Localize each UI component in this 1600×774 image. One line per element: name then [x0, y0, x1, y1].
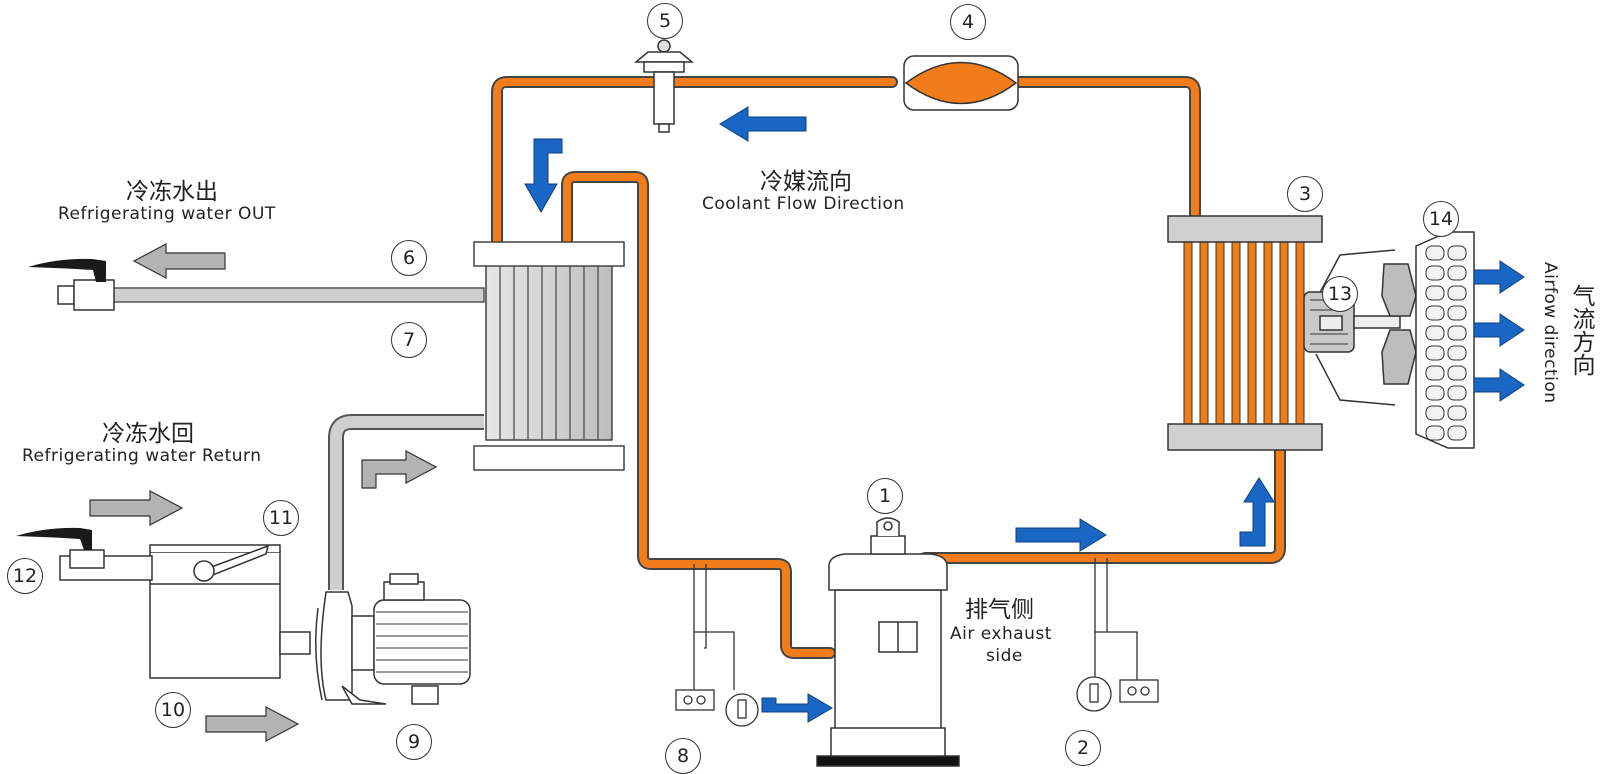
chilled-water-return-zh-label: 冷冻水回 — [102, 421, 194, 447]
coolant-suction-arrow — [761, 693, 833, 723]
coolant-down-arrow — [524, 138, 563, 214]
suction-pressure-gauge — [675, 564, 759, 727]
water-pump-arrow — [205, 706, 300, 742]
fan-assembly — [1303, 231, 1475, 449]
evaporator — [473, 241, 625, 471]
expansion-valve — [633, 39, 695, 133]
callout-4-filter-dryer: 4 — [950, 4, 986, 40]
water-pipe — [111, 287, 485, 590]
callout-13-fan-motor: 13 — [1322, 276, 1358, 312]
water-direction-arrows — [89, 243, 438, 742]
airflow-arrow-3 — [1473, 368, 1525, 402]
airflow-arrow-1 — [1473, 260, 1525, 294]
air-exhaust-en-label-line2: side — [986, 646, 1023, 666]
coolant-discharge-arrow — [1015, 518, 1107, 552]
callout-9-water-pump: 9 — [396, 724, 432, 760]
callout-8-suction-gauge: 8 — [665, 738, 701, 774]
compressor — [816, 517, 960, 767]
callout-12-return-valve: 12 — [7, 558, 43, 594]
callout-5-expansion-valve: 5 — [647, 3, 683, 39]
callout-2-discharge-gauge: 2 — [1065, 730, 1101, 766]
water-pump — [315, 573, 471, 705]
filter-dryer — [903, 55, 1019, 111]
callout-14-fan: 14 — [1423, 201, 1459, 237]
water-tank — [16, 527, 311, 679]
outlet-valve — [28, 258, 115, 311]
airflow-direction-en-label: Airfow direction — [1540, 262, 1560, 404]
callout-11-water-tank: 11 — [263, 500, 299, 536]
callout-7-evaporator: 7 — [391, 322, 427, 358]
coolant-flow-zh-label: 冷媒流向 — [760, 169, 852, 195]
callout-6-water-out-pipe: 6 — [391, 240, 427, 276]
callout-1-compressor: 1 — [867, 478, 903, 514]
airflow-arrow-2 — [1473, 313, 1525, 347]
coolant-up-arrow — [1239, 477, 1275, 547]
water-return-bend-arrow — [361, 450, 438, 489]
discharge-pressure-gauge — [1076, 558, 1159, 712]
water-out-arrow — [132, 243, 226, 279]
coolant-top-arrow — [719, 106, 807, 142]
condenser — [1167, 215, 1323, 451]
callout-10-pump-flow: 10 — [155, 692, 191, 728]
callout-3-condenser: 3 — [1287, 176, 1323, 212]
coolant-flow-en-label: Coolant Flow Direction — [702, 194, 905, 214]
water-return-arrow — [89, 490, 184, 526]
chilled-water-return-en-label: Refrigerating water Return — [22, 446, 262, 466]
refrigerant-pipe — [491, 76, 1286, 659]
chilled-water-out-zh-label: 冷冻水出 — [126, 179, 218, 205]
chilled-water-out-en-label: Refrigerating water OUT — [58, 204, 276, 224]
air-exhaust-zh-label: 排气侧 — [965, 597, 1034, 623]
airflow-direction-zh-label: 气流方向 — [1568, 284, 1594, 376]
air-exhaust-en-label-line1: Air exhaust — [950, 624, 1052, 644]
coolant-direction-arrows — [524, 106, 1525, 723]
